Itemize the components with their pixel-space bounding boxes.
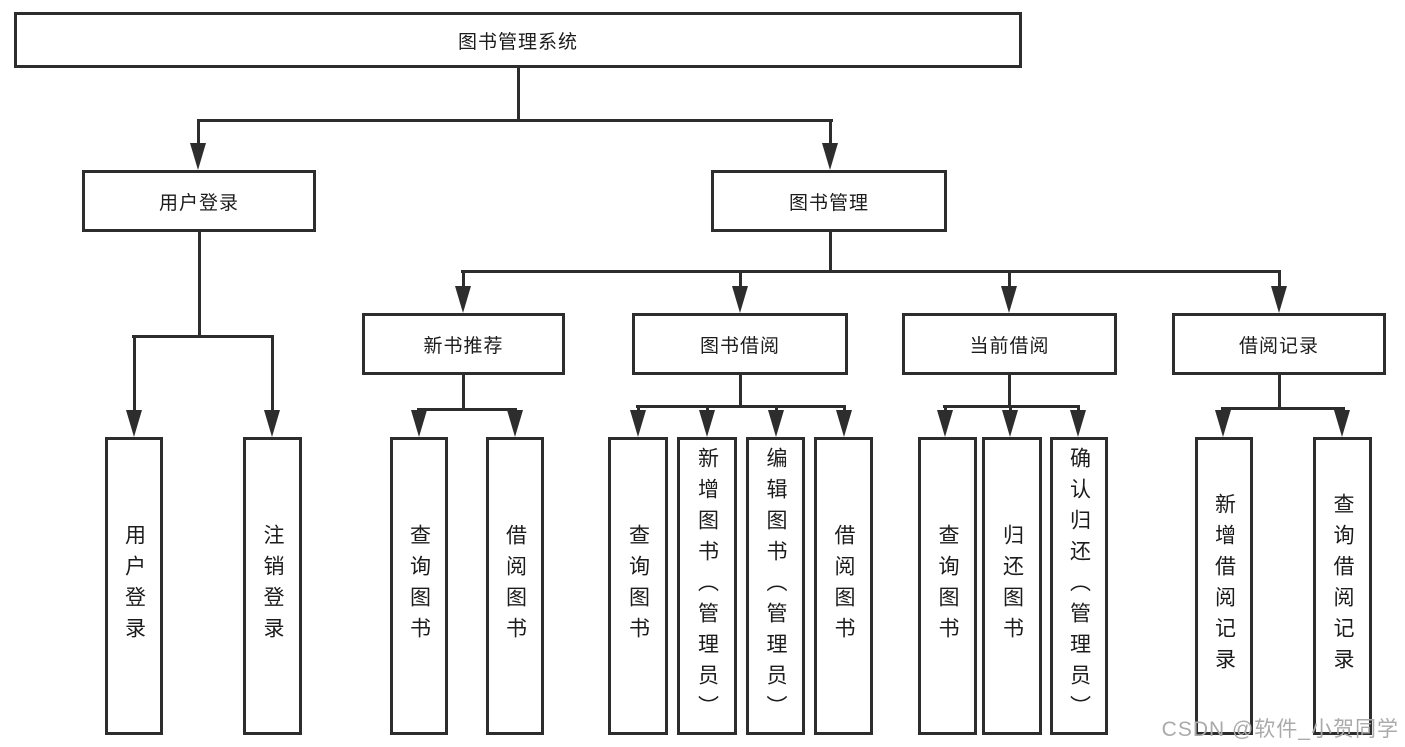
node-current-borrowing: 当前借阅 — [902, 313, 1117, 375]
arrowhead-down — [1002, 410, 1018, 437]
leaf-recommend-query-books: 查询图书 — [390, 437, 448, 735]
connector-line — [739, 375, 742, 407]
node-library-system-label: 图书管理系统 — [457, 31, 578, 53]
connector-line — [197, 119, 833, 122]
node-user-login: 用户登录 — [82, 170, 316, 232]
leaf-confirm-return-admin: 确认归还（管理员） — [1050, 437, 1108, 735]
node-library-system: 图书管理系统 — [14, 12, 1022, 68]
leaf-borrowing-query-books: 查询图书 — [608, 437, 668, 735]
node-book-borrowing-label: 图书借阅 — [699, 335, 780, 357]
arrowhead-down — [264, 410, 280, 437]
leaf-edit-books-admin-label: 编辑图书（管理员） — [764, 446, 787, 726]
arrowhead-down — [1271, 286, 1287, 313]
leaf-current-query-books-label: 查询图书 — [936, 524, 959, 648]
connector-line — [417, 408, 517, 411]
arrowhead-down — [1001, 286, 1017, 313]
arrowhead-down — [126, 410, 142, 437]
connector-line — [739, 270, 742, 292]
leaf-user-login-label: 用户登录 — [122, 524, 146, 648]
connector-line — [271, 335, 274, 417]
connector-line — [1278, 375, 1281, 409]
arrowhead-down — [822, 143, 838, 170]
connector-line — [1008, 270, 1011, 292]
connector-line — [132, 335, 274, 338]
connector-line — [462, 270, 465, 292]
connector-line — [197, 119, 200, 149]
leaf-confirm-return-admin-label: 确认归还（管理员） — [1067, 446, 1091, 726]
leaf-user-login: 用户登录 — [105, 437, 163, 735]
node-new-book-recommend-label: 新书推荐 — [423, 335, 504, 357]
arrowhead-down — [1334, 410, 1350, 437]
leaf-return-books-label: 归还图书 — [1000, 524, 1024, 648]
leaf-borrowing-borrow-books: 借阅图书 — [814, 437, 873, 735]
connector-line — [517, 68, 520, 121]
node-current-borrowing-label: 当前借阅 — [969, 335, 1050, 357]
connector-line — [1278, 270, 1281, 292]
leaf-borrowing-borrow-books-label: 借阅图书 — [832, 524, 855, 648]
connector-line — [198, 232, 201, 338]
connector-line — [133, 335, 136, 417]
leaf-logout-label: 注销登录 — [261, 524, 284, 648]
leaf-recommend-borrow-books-label: 借阅图书 — [503, 524, 527, 648]
leaf-query-borrow-record-label: 查询借阅记录 — [1331, 493, 1354, 679]
connector-line — [829, 119, 832, 149]
leaf-recommend-borrow-books: 借阅图书 — [486, 437, 544, 735]
node-borrow-records: 借阅记录 — [1172, 313, 1386, 375]
connector-line — [461, 270, 1281, 273]
node-book-management-label: 图书管理 — [788, 192, 869, 214]
leaf-recommend-query-books-label: 查询图书 — [407, 524, 431, 648]
arrowhead-down — [630, 410, 646, 437]
leaf-add-borrow-record-label: 新增借阅记录 — [1212, 493, 1236, 679]
node-user-login-label: 用户登录 — [158, 192, 239, 214]
connector-line — [1008, 375, 1011, 407]
leaf-return-books: 归还图书 — [982, 437, 1042, 735]
leaf-current-query-books: 查询图书 — [918, 437, 977, 735]
node-book-management: 图书管理 — [711, 170, 947, 232]
leaf-query-borrow-record: 查询借阅记录 — [1313, 437, 1372, 735]
arrowhead-down — [1070, 410, 1086, 437]
arrowhead-down — [411, 410, 427, 437]
leaf-add-books-admin-label: 新增图书（管理员） — [695, 446, 719, 726]
connector-line — [636, 405, 846, 408]
leaf-borrowing-query-books-label: 查询图书 — [626, 524, 650, 648]
leaf-add-books-admin: 新增图书（管理员） — [677, 437, 737, 735]
csdn-watermark: CSDN @软件_小贺同学 — [1161, 718, 1399, 741]
leaf-logout: 注销登录 — [243, 437, 302, 735]
arrowhead-down — [455, 286, 471, 313]
connector-line — [1221, 407, 1345, 410]
arrowhead-down — [732, 286, 748, 313]
leaf-edit-books-admin: 编辑图书（管理员） — [746, 437, 805, 735]
arrowhead-down — [836, 410, 852, 437]
arrowhead-down — [507, 410, 523, 437]
arrowhead-down — [699, 410, 715, 437]
connector-line — [829, 232, 832, 273]
node-borrow-records-label: 借阅记录 — [1238, 335, 1319, 357]
arrowhead-down — [937, 410, 953, 437]
connector-line — [462, 375, 465, 410]
arrowhead-down — [1215, 410, 1231, 437]
leaf-add-borrow-record: 新增借阅记录 — [1195, 437, 1253, 735]
node-new-book-recommend: 新书推荐 — [362, 313, 565, 375]
arrowhead-down — [768, 410, 784, 437]
arrowhead-down — [190, 143, 206, 170]
node-book-borrowing: 图书借阅 — [632, 313, 848, 375]
